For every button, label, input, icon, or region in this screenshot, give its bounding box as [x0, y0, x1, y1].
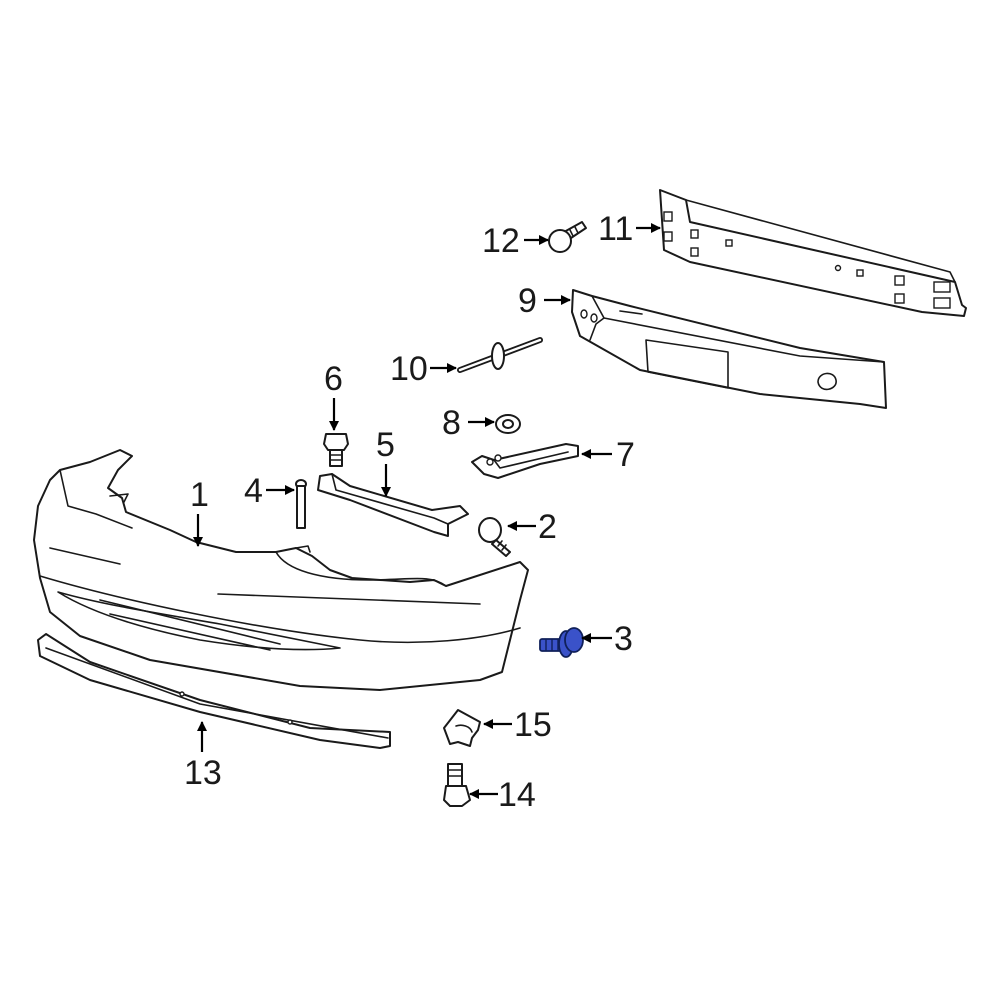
leader-arrows [193, 223, 661, 799]
part-10-push-retainer[interactable] [457, 337, 543, 373]
callout-13: 13 [184, 754, 222, 792]
part-13-lower-valance[interactable] [37, 633, 391, 749]
part-1-bumper-cover[interactable] [33, 449, 529, 691]
part-14-bolt[interactable] [443, 763, 471, 807]
part-7-bracket[interactable] [471, 443, 579, 479]
callout-15: 15 [514, 706, 552, 744]
part-12-push-pin[interactable] [548, 221, 587, 253]
callout-4: 4 [244, 472, 263, 510]
part-3-bolt-highlighted[interactable] [539, 627, 584, 658]
part-11-reinforcement-bar[interactable] [659, 189, 967, 317]
callout-10: 10 [390, 350, 428, 388]
callout-14: 14 [498, 776, 536, 814]
callout-2: 2 [538, 508, 557, 546]
callout-5: 5 [376, 426, 395, 464]
callout-6: 6 [324, 360, 343, 398]
part-8-grommet[interactable] [495, 414, 521, 434]
callout-11: 11 [598, 210, 633, 248]
callout-3: 3 [614, 620, 633, 658]
callout-12: 12 [482, 222, 520, 260]
callout-8: 8 [442, 404, 461, 442]
part-2-nut[interactable] [478, 517, 511, 557]
part-5-side-bracket[interactable] [317, 473, 469, 537]
part-9-energy-absorber[interactable] [571, 289, 887, 409]
callout-labels: 1 2 3 4 5 6 7 8 9 10 11 12 13 14 15 [184, 210, 635, 814]
part-15-clip[interactable] [443, 709, 481, 747]
callout-1: 1 [190, 476, 209, 514]
callout-9: 9 [518, 282, 537, 320]
part-6-bolt[interactable] [323, 433, 349, 467]
part-4-stud[interactable] [295, 479, 307, 529]
callout-7: 7 [616, 436, 635, 474]
